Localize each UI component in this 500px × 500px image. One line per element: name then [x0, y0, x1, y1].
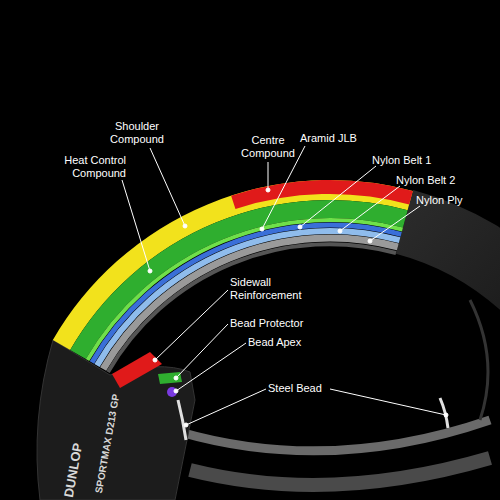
centre-layer — [233, 187, 411, 202]
part-label: Nylon Belt 1 — [372, 154, 482, 167]
part-label: Bead Protector — [230, 317, 340, 330]
part-label: Nylon Belt 2 — [396, 174, 496, 187]
part-label: Nylon Ply — [416, 194, 496, 207]
sidewall — [37, 340, 195, 500]
part-label: Sidewall Reinforcement — [230, 276, 320, 302]
inner-liner — [108, 244, 396, 372]
steel-bead — [178, 400, 186, 440]
tyre-body — [470, 300, 488, 420]
steel-bead — [440, 398, 448, 428]
tyre-body — [405, 222, 500, 450]
wheel-rim — [180, 420, 490, 451]
part-label: Bead Apex — [248, 336, 348, 349]
bead-protector — [158, 372, 182, 384]
part-label: Aramid JLB — [300, 132, 390, 145]
sidewall-reinforcement — [112, 352, 162, 388]
part-label: Steel Bead — [268, 382, 348, 395]
part-label: Centre Compound — [238, 134, 298, 160]
bead-apex — [167, 387, 177, 397]
part-label: Heat Control Compound — [48, 154, 126, 180]
leader-lines — [122, 146, 448, 427]
wheel-rim — [190, 458, 490, 485]
part-label: Shoulder Compound — [102, 120, 172, 146]
